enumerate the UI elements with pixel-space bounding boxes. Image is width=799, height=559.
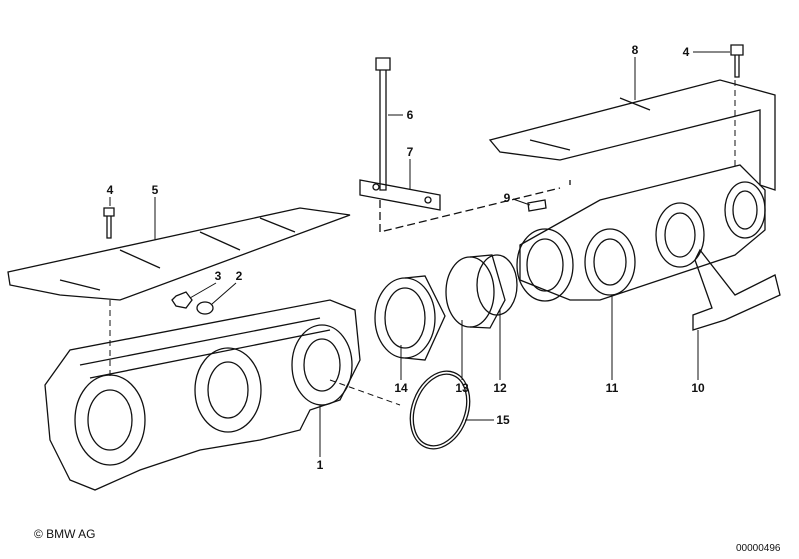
callout-13: 13 — [455, 381, 469, 395]
callout-6: 6 — [406, 108, 414, 122]
sleeve-13 — [445, 256, 495, 328]
copyright: © BMW AG — [34, 527, 96, 541]
callout-2: 2 — [235, 269, 243, 283]
callout-7: 7 — [406, 145, 414, 159]
o-ring-15 — [409, 370, 471, 450]
callout-4: 4 — [106, 183, 114, 197]
bolt-4-left — [103, 207, 115, 239]
callout-14: 14 — [394, 381, 408, 395]
callout-3: 3 — [214, 269, 222, 283]
callout-12: 12 — [493, 381, 507, 395]
callout-4b: 4 — [682, 45, 690, 59]
stud-9 — [527, 199, 547, 212]
washer-2 — [196, 301, 214, 315]
callout-5: 5 — [151, 183, 159, 197]
nut-3 — [171, 291, 193, 309]
callout-8: 8 — [631, 43, 639, 57]
intake-manifold-11 — [519, 164, 766, 301]
long-bolt-6 — [375, 57, 391, 191]
callout-11: 11 — [605, 381, 619, 395]
bracket-plate-7 — [359, 179, 441, 211]
intake-manifold-1 — [44, 299, 361, 491]
union-nut-14 — [374, 277, 436, 359]
callout-10: 10 — [691, 381, 705, 395]
seal-ring-12 — [476, 254, 518, 316]
heat-shield-left — [7, 207, 351, 301]
bracket-10 — [692, 248, 781, 331]
callout-1: 1 — [316, 458, 324, 472]
bolt-4-right — [730, 44, 744, 78]
callout-9: 9 — [503, 191, 511, 205]
callout-15: 15 — [496, 413, 510, 427]
image-code: 00000496 — [736, 543, 781, 554]
leader-lines — [109, 51, 736, 457]
heat-shield-right — [488, 79, 776, 191]
